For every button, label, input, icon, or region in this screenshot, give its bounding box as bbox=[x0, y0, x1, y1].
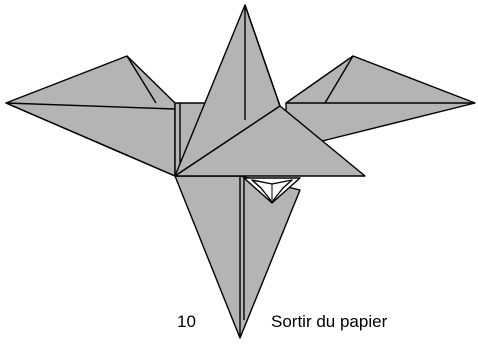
left-wing bbox=[6, 56, 175, 176]
step-instruction: Sortir du papier bbox=[271, 312, 387, 332]
step-number: 10 bbox=[177, 312, 196, 332]
